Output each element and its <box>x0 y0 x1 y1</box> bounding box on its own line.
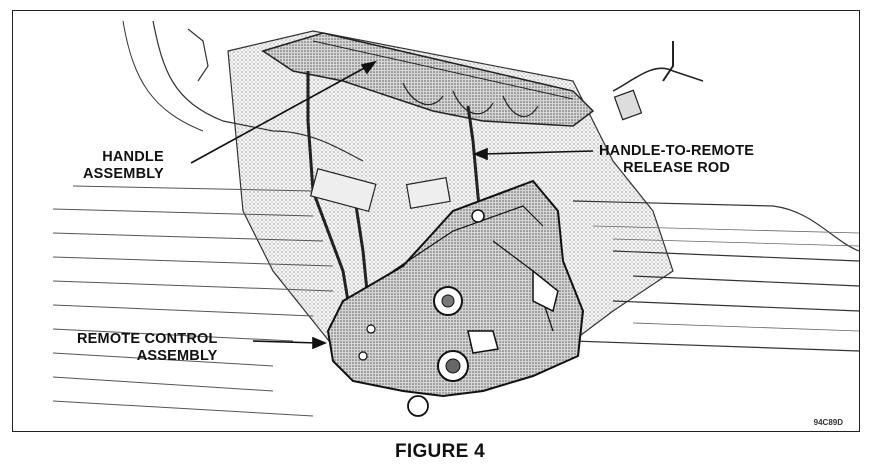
handle-bar <box>261 32 595 127</box>
leader-lines <box>190 60 594 350</box>
panel-lines <box>52 185 334 417</box>
callout-handle-assembly: HANDLE ASSEMBLY <box>83 149 164 183</box>
callout-line: ASSEMBLY <box>83 166 164 182</box>
callout-release-rod: HANDLE-TO-REMOTE RELEASE ROD <box>599 143 754 177</box>
trim-contour <box>152 20 364 162</box>
mechanism-illustration <box>52 20 859 417</box>
image-code: 94C89D <box>813 418 843 427</box>
callout-line: HANDLE <box>102 149 164 165</box>
callout-line: REMOTE CONTROL <box>77 331 218 347</box>
figure-caption: FIGURE 4 <box>394 441 486 462</box>
callout-remote-control: REMOTE CONTROL ASSEMBLY <box>77 331 218 365</box>
callout-line: RELEASE ROD <box>623 160 731 176</box>
callout-line: ASSEMBLY <box>136 348 218 364</box>
callout-line: HANDLE-TO-REMOTE <box>599 143 755 159</box>
figure-frame: HANDLE ASSEMBLY HANDLE-TO-REMOTE RELEASE… <box>12 10 860 432</box>
